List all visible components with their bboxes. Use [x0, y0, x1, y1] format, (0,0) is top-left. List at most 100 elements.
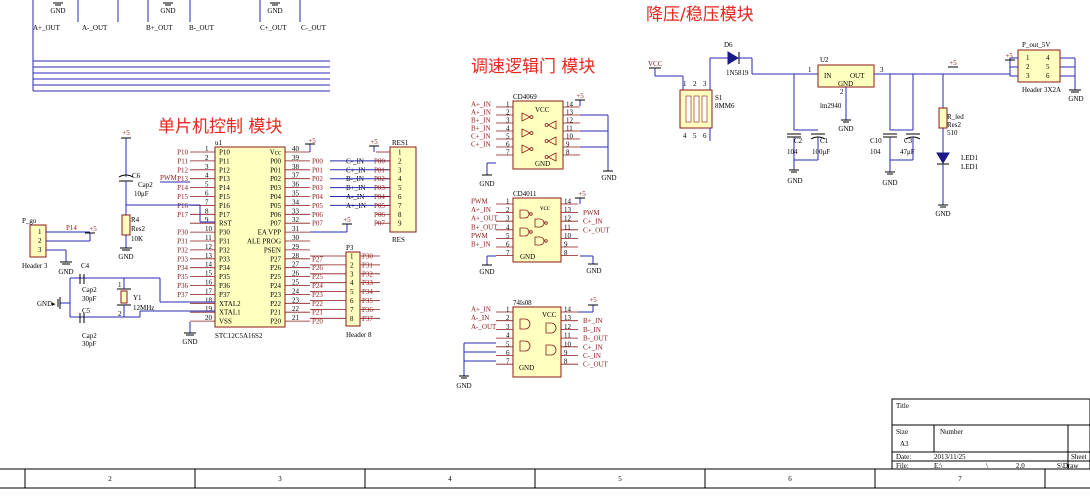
pin-number: 14 [564, 306, 572, 314]
pin-number: 2 [350, 261, 354, 269]
mcu-section-title: 单片机控制 模块 [158, 117, 282, 137]
pin-number: 3 [506, 215, 510, 223]
net-label: P34 [362, 288, 373, 296]
cd4069-gates [521, 112, 557, 162]
reset-circuit: +5 C6 Cap2 10μF R4 Res2 10K GND [118, 129, 215, 261]
plus5-label: +5 [576, 92, 584, 100]
pgo-part: Header 3 [22, 262, 48, 270]
y1-body [120, 290, 128, 304]
pin-number: 4 [506, 125, 510, 133]
net-label: P20 [312, 318, 323, 326]
gnd-label: GND [479, 180, 494, 188]
gnd-symbol: GND [50, 2, 66, 15]
and-gate-icon [545, 322, 557, 334]
net-label: C-_OUT [583, 361, 609, 369]
net-label: C-_IN [583, 352, 601, 360]
top-output-strip: GND GND GND A+_OUT A-_OUT B+_OUT B-_OUT … [32, 0, 330, 92]
net-label: P21 [312, 309, 323, 317]
net-label: P22 [312, 300, 323, 308]
res1-part: RES [392, 236, 405, 244]
c6-value: 10μF [134, 190, 149, 198]
net-label: P14 [177, 184, 188, 192]
net-label: A-_OUT [82, 24, 108, 32]
p14-net-label: P14 [66, 224, 77, 232]
pin-number: 5 [205, 181, 209, 189]
net-label: P07 [312, 220, 323, 228]
u2-out-label: OUT [850, 72, 865, 80]
border-column-number: 4 [448, 475, 452, 483]
pin-number: 30 [292, 234, 300, 242]
net-label: A+_IN [471, 206, 491, 214]
pin-name: P12 [219, 166, 230, 174]
pin-number: 31 [292, 225, 300, 233]
y1-value: 12MHz [133, 304, 154, 312]
pin-name: P25 [270, 273, 281, 281]
nand-bubble-icon [544, 221, 548, 225]
pin-number: 7 [205, 198, 209, 206]
net-label: C+_IN [471, 133, 491, 141]
pin-number: 1 [398, 149, 402, 157]
pin-number: 4 [506, 223, 510, 231]
pin-name: XTAL2 [219, 300, 241, 308]
pin-number: 2 [840, 88, 844, 96]
pin-number: 13 [205, 252, 213, 260]
pin-name: P27 [270, 255, 281, 263]
pin-name: P33 [219, 255, 230, 263]
border-column-number: 2 [108, 475, 112, 483]
pin-number: 35 [292, 190, 300, 198]
d6-part: 1N5819 [726, 69, 749, 77]
net-label: P10 [177, 149, 188, 157]
pin-number: 4 [350, 279, 354, 287]
inverter-bubble-icon [544, 139, 549, 143]
pin-number: 3 [703, 80, 707, 88]
pin-name: RST [219, 220, 233, 228]
revision-value: 2.0 [1016, 462, 1025, 470]
net-label: P11 [177, 157, 188, 165]
led1-part: LED1 [961, 163, 979, 171]
file-tail: \ [986, 462, 988, 470]
net-label: P26 [312, 264, 323, 272]
c10-value: 104 [870, 148, 881, 156]
pin-number: 38 [292, 163, 300, 171]
pin-number: 22 [292, 305, 300, 313]
pin-name: P21 [270, 309, 281, 317]
pin-number: 13 [564, 206, 572, 214]
size-label: Size [896, 428, 908, 436]
gnd-label: GND [1068, 95, 1083, 103]
c6-ref: C6 [132, 172, 141, 180]
pin-number: 9 [566, 141, 570, 149]
net-label: A+_OUT [33, 24, 61, 32]
net-label: P34 [177, 264, 188, 272]
pin-name: P32 [219, 246, 230, 254]
pin-number: 2 [506, 314, 510, 322]
pin-number: 17 [205, 287, 213, 295]
pin-number: 24 [292, 287, 300, 295]
net-label: P37 [362, 315, 373, 323]
nand-bubble-icon [544, 239, 548, 243]
net-label: P33 [362, 279, 373, 287]
and-gate-icon [519, 318, 531, 330]
pin-number: 8 [398, 211, 402, 219]
pin-number: 6 [506, 241, 510, 249]
net-label: P33 [177, 255, 188, 263]
net-label: P13 [177, 175, 188, 183]
pin-name: P03 [270, 184, 281, 192]
date-value: 2013/11/25 [934, 453, 966, 461]
crystal-circuit: C4 Cap2 30pF C5 Cap2 30pF GND ▸ Y1 12MHz… [37, 262, 215, 348]
nand-gate-icon [534, 218, 545, 228]
net-label: P02 [312, 175, 323, 183]
pgo-header: P_go 1 2 3 Header 3 P14 +5 GND [22, 217, 97, 276]
ls08-chip: 74ls08 VCC GND 1A+_IN2A-_IN3A-_OUT456714… [456, 296, 608, 390]
pin-name: P16 [219, 202, 230, 210]
c4-part: Cap2 [82, 286, 97, 294]
pin-number: 33 [292, 207, 300, 215]
gnd-label: GND [118, 253, 133, 261]
pin-number: 12 [564, 323, 572, 331]
cd4011-chip: CD4011 vcc GND 1PWM2A+_IN3A+_OUT4B+_OUT5… [471, 190, 610, 276]
gnd-pin-label: GND [520, 253, 535, 261]
inverter-gate-icon [547, 136, 557, 146]
pin-number: 2 [38, 237, 42, 245]
vcc-label: VCC [535, 106, 550, 114]
